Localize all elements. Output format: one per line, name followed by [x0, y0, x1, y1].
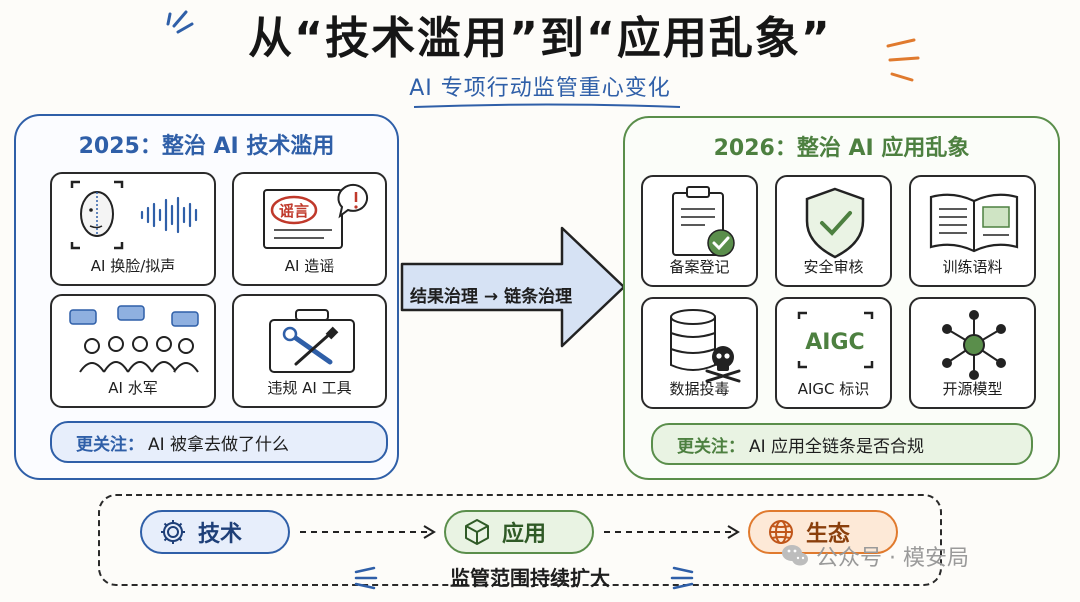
card-label: AIGC 标识 [797, 380, 870, 398]
card-aigc-label: AIGC AIGC 标识 [775, 297, 892, 409]
toolbox-icon [269, 309, 355, 373]
card-ai-face-swap: AI 换脸/拟声 [50, 172, 216, 286]
crowd-chat-icon [69, 305, 199, 373]
subtitle-underline [413, 103, 681, 108]
aigc-mark-text: AIGC [805, 330, 864, 355]
card-label: 数据投毒 [669, 380, 730, 398]
card-filing-registration: 备案登记 [641, 175, 758, 287]
card-label: 备案登记 [669, 258, 730, 276]
panel-2025-title: 2025：整治 AI 技术滥用 [78, 134, 335, 159]
rumor-document-icon: 谣言 [263, 183, 369, 249]
panel-2026-title: 2026：整治 AI 应用乱象 [713, 136, 970, 161]
note-2025-focus: 更关注： AI 被拿去做了什么 [50, 421, 388, 463]
card-label: 训练语料 [942, 258, 1003, 276]
gear-icon [161, 520, 185, 544]
database-skull-icon [670, 309, 741, 383]
note-highlight: 更关注： [677, 436, 745, 457]
stage-label: 生态 [806, 522, 851, 547]
card-open-source-model: 开源模型 [909, 297, 1036, 409]
face-scan-voice-icon [70, 180, 198, 250]
clipboard-check-icon [672, 186, 735, 257]
transition-label: 结果治理 → 链条治理 [410, 287, 573, 307]
scope-expansion-box [98, 494, 942, 586]
stage-label: 技术 [198, 522, 243, 547]
card-ai-rumor: 谣言 AI 造谣 [232, 172, 387, 286]
network-nodes-icon [942, 310, 1006, 380]
wechat-icon [782, 545, 808, 566]
rumor-stamp-text: 谣言 [279, 202, 309, 220]
card-label: AI 造谣 [284, 257, 335, 275]
open-book-icon [929, 193, 1019, 253]
globe-icon [769, 520, 793, 544]
card-label: AI 换脸/拟声 [90, 257, 176, 275]
cube-icon [465, 519, 489, 545]
note-text: AI 应用全链条是否合规 [749, 436, 925, 457]
transition-arrow-icon [400, 226, 626, 348]
watermark: 公众号 · 模安局 [780, 540, 969, 572]
stage-label: 应用 [502, 522, 547, 547]
page-title: 从“技术滥用”到“应用乱象” [248, 13, 832, 64]
card-label: AI 水军 [108, 379, 158, 397]
stage-technology: 技术 [140, 510, 290, 554]
watermark-text: 公众号 · 模安局 [816, 546, 969, 571]
card-illegal-ai-tools: 违规 AI 工具 [232, 294, 387, 408]
card-label: 开源模型 [942, 380, 1003, 398]
page-subtitle: AI 专项行动监管重心变化 [409, 76, 671, 101]
card-training-corpus: 训练语料 [909, 175, 1036, 287]
card-data-poisoning: 数据投毒 [641, 297, 758, 409]
stage-application: 应用 [444, 510, 594, 554]
note-text: AI 被拿去做了什么 [148, 434, 290, 455]
card-label: 违规 AI 工具 [267, 379, 352, 397]
card-ai-water-army: AI 水军 [50, 294, 216, 408]
shield-check-icon [805, 187, 865, 259]
stage-ecosystem: 生态 [748, 510, 898, 554]
card-security-review: 安全审核 [775, 175, 892, 287]
card-label: 安全审核 [803, 258, 864, 276]
aigc-label-icon: AIGC [797, 311, 874, 369]
note-highlight: 更关注： [76, 434, 144, 455]
scope-label: 监管范围持续扩大 [450, 566, 610, 590]
note-2026-focus: 更关注： AI 应用全链条是否合规 [651, 423, 1033, 465]
